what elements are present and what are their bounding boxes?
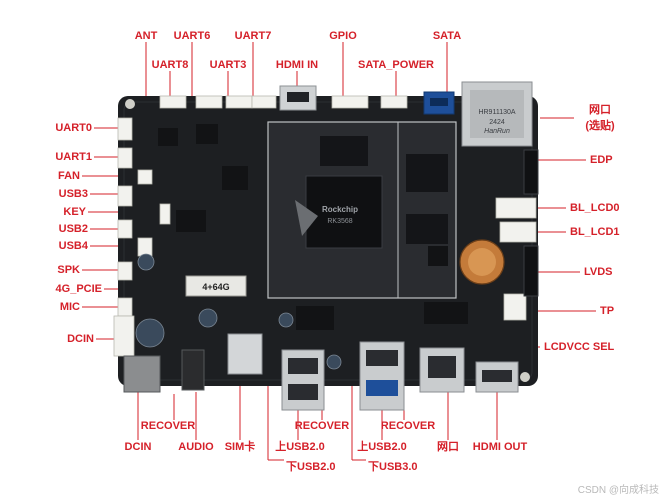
label-key: KEY: [63, 206, 86, 218]
audio-jack: [181, 349, 205, 391]
label-usb3: USB3: [58, 188, 88, 200]
label-usb20-upper-2: 上USB2.0: [357, 441, 407, 453]
label-gpio: GPIO: [329, 30, 357, 42]
label-usb30-lower: 下USB3.0: [368, 461, 418, 473]
rj45-bottom: [419, 347, 465, 393]
label-spk: SPK: [57, 264, 80, 276]
label-hdmi-out: HDMI OUT: [472, 441, 528, 453]
dc-jack: [123, 355, 161, 393]
label-edp: EDP: [590, 154, 613, 166]
right-connectors: [495, 197, 537, 321]
hdmi-in-connector: [279, 85, 317, 111]
label-ethernet-right-sub: (选贴): [585, 120, 615, 132]
core-area: [267, 121, 457, 299]
label-tp: TP: [600, 305, 615, 317]
rj45-part: HR911130A: [478, 109, 515, 116]
label-lvds: LVDS: [584, 266, 613, 278]
hdmi-out-connector: [475, 361, 519, 393]
label-sim: SIM卡: [224, 441, 256, 453]
label-dcin-left: DCIN: [67, 333, 94, 345]
label-bl-lcd1: BL_LCD1: [570, 226, 620, 238]
soc-model: RK3568: [327, 218, 353, 225]
label-usb20-lower: 下USB2.0: [286, 461, 336, 473]
misc-chips: [158, 124, 468, 330]
rj45-code: 2424: [489, 119, 505, 126]
sata-connector: [423, 91, 455, 115]
label-audio: AUDIO: [178, 441, 214, 453]
label-4g-pcie: 4G_PCIE: [55, 283, 102, 295]
usb-stack-2: [359, 341, 405, 411]
label-ant: ANT: [134, 30, 158, 42]
label-dcin-bottom: DCIN: [124, 441, 152, 453]
left-connectors: [113, 117, 171, 357]
label-recover-1: RECOVER: [140, 420, 196, 432]
rj45-brand: HanRun: [484, 128, 510, 135]
label-recover-3: RECOVER: [380, 420, 436, 432]
label-ethernet-right: 网口: [589, 104, 611, 116]
label-usb20-upper: 上USB2.0: [275, 441, 325, 453]
rj45-top: [461, 81, 533, 147]
label-sata: SATA: [432, 30, 462, 42]
label-bl-lcd0: BL_LCD0: [570, 202, 620, 214]
label-uart3: UART3: [209, 59, 247, 71]
label-sata-power: SATA_POWER: [358, 59, 434, 71]
label-hdmi-in: HDMI IN: [275, 59, 319, 71]
label-uart7: UART7: [234, 30, 272, 42]
capacitors: [135, 253, 342, 370]
edp-lvds-headers: [523, 149, 539, 297]
label-uart0: UART0: [55, 122, 92, 134]
label-usb2: USB2: [58, 223, 88, 235]
watermark: CSDN @向成科技: [577, 485, 659, 496]
module-label: 4+64G: [202, 282, 229, 292]
label-recover-2: RECOVER: [294, 420, 350, 432]
usb-stack-1: [281, 349, 325, 411]
top-connectors: [159, 95, 408, 109]
label-lcdvcc-sel: LCDVCC SEL: [544, 341, 615, 353]
label-mic: MIC: [59, 301, 80, 313]
label-uart1: UART1: [55, 151, 92, 163]
coin-cell-battery: [459, 239, 505, 285]
label-fan: FAN: [58, 170, 80, 182]
label-usb4: USB4: [58, 240, 88, 252]
soc-brand: Rockchip: [321, 205, 359, 214]
label-ethernet-bottom: 网口: [437, 441, 459, 453]
label-uart8: UART8: [151, 59, 189, 71]
sim-slot: [227, 333, 263, 375]
pcie-4g-module: [185, 275, 247, 297]
label-uart6: UART6: [173, 30, 211, 42]
